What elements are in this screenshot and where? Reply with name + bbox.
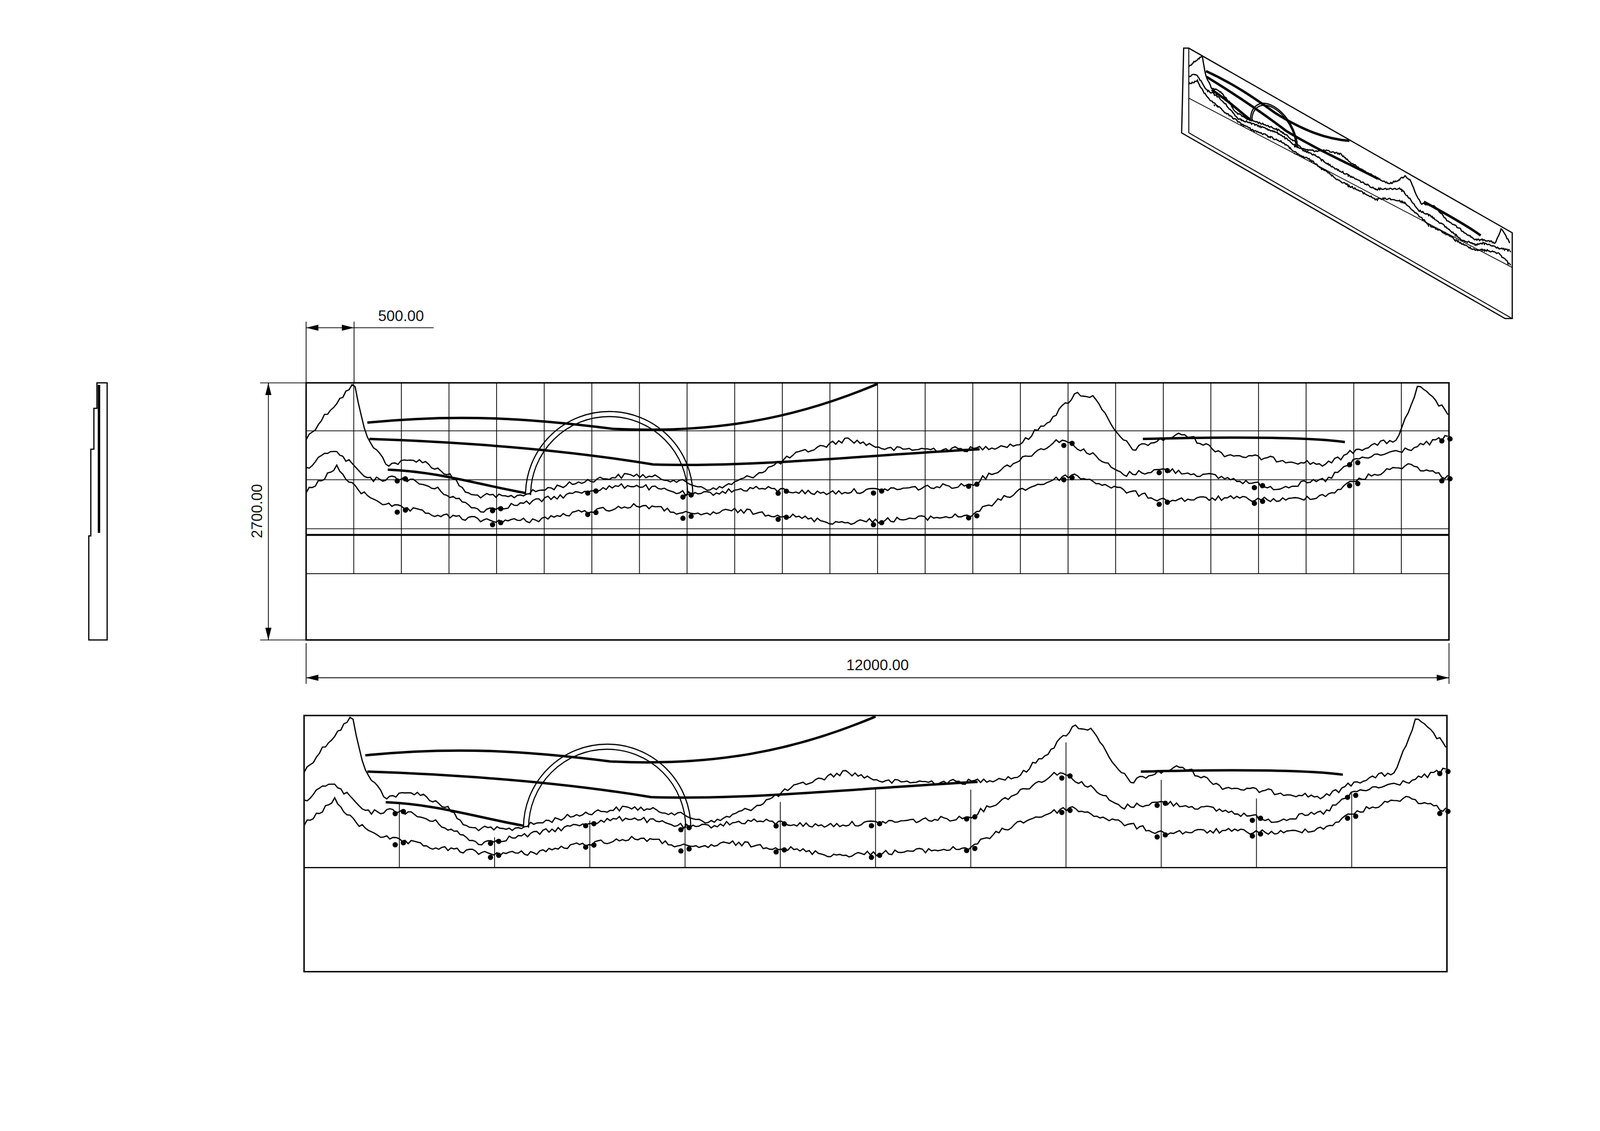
grid-line: [353, 382, 355, 574]
grid-line: [306, 479, 1450, 481]
panel-joint: [1065, 742, 1067, 868]
iso-base-line: [1188, 98, 1513, 268]
panel-joint: [684, 823, 686, 868]
panel-joint: [1160, 779, 1162, 868]
grid-line: [1305, 382, 1307, 574]
grid-line: [306, 528, 1450, 530]
front-relief: [306, 383, 1453, 528]
panel-joint: [1256, 798, 1258, 868]
panel-joint: [779, 801, 781, 868]
grid-line: [591, 382, 593, 574]
front-elevation: [306, 382, 1450, 641]
dimension-lines: [260, 321, 1450, 684]
lower-relief: [304, 716, 1451, 861]
grid-line: [781, 382, 783, 574]
side-relief: [97, 384, 101, 533]
iso-relief: [1188, 48, 1512, 281]
grid-line: [924, 382, 926, 574]
grid-line: [306, 430, 1450, 432]
iso-outline: [1181, 48, 1513, 319]
iso-edge: [1188, 48, 1190, 133]
panel-joint: [398, 803, 400, 868]
panel-joint: [1351, 791, 1353, 868]
panel-joints: [399, 742, 1352, 868]
grid-line: [543, 382, 545, 574]
grid-line: [972, 382, 974, 574]
dimension-text: 500.00: [376, 308, 426, 325]
panel-joint: [970, 789, 972, 868]
grid-line: [829, 382, 831, 574]
grid-line: [877, 382, 879, 574]
grid-line: [306, 573, 1450, 575]
grid-line: [686, 382, 688, 574]
grid-line: [1210, 382, 1212, 574]
grid-line: [1258, 382, 1260, 574]
dimension-text: 12000.00: [844, 657, 911, 674]
lower-elevation: [304, 715, 1448, 972]
side-view: [88, 382, 108, 641]
relief-base-line: [306, 533, 1450, 536]
grid-line: [734, 382, 736, 574]
grid-line: [1353, 382, 1355, 574]
panel-joint: [589, 820, 591, 868]
grid-line: [1020, 382, 1022, 574]
dimension-text: 2700.00: [249, 482, 266, 541]
grid-line: [1115, 382, 1116, 574]
grid-line: [1162, 382, 1164, 574]
grid-line: [1400, 382, 1402, 574]
grid-line: [496, 382, 498, 574]
dimension-arrows: [265, 324, 1450, 681]
panel-grid: [306, 382, 1450, 574]
